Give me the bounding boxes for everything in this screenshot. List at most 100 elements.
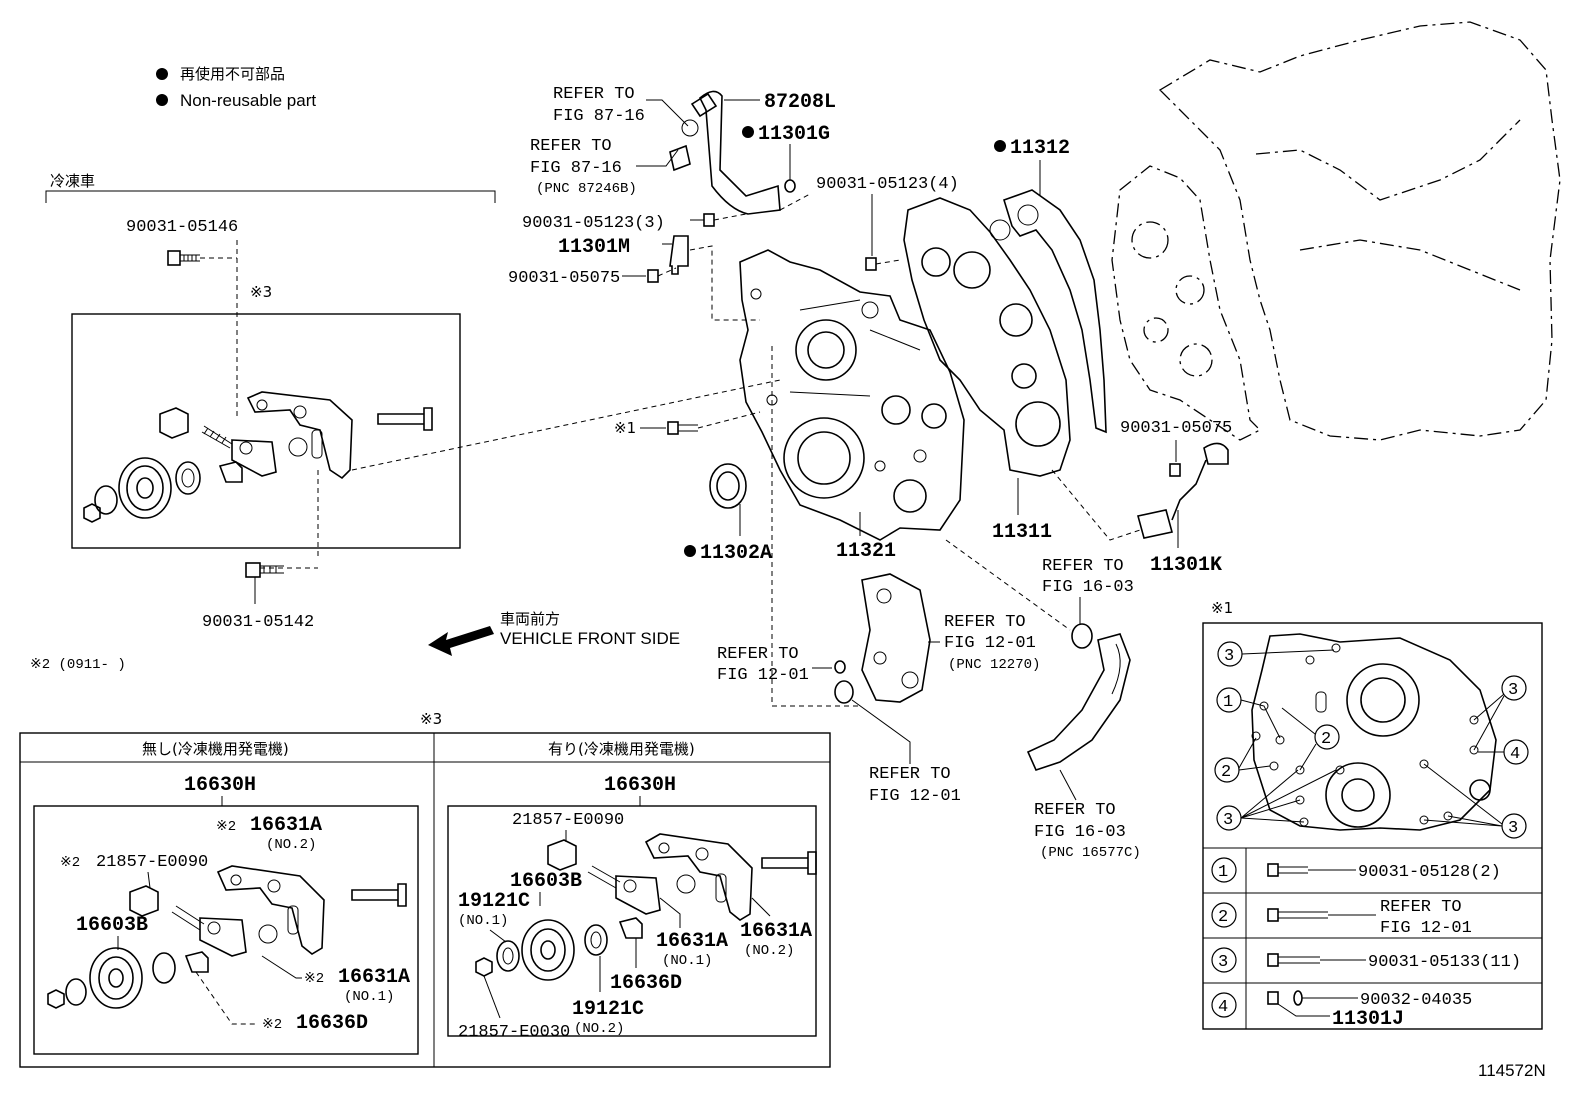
right-16603B: 16603B [510,870,582,893]
right-21857-E0030: 21857-E0030 [458,1023,570,1042]
inset-row-3-part: 90031-05133(11) [1368,953,1521,972]
inset-row-4: 4 90032-04035 11301J [1211,990,1472,1031]
svg-text:2: 2 [1218,908,1228,927]
timing-plate: 11311 [903,197,1071,544]
non-reusable-dot-icon [156,68,168,80]
label-87208L: 87208L [764,91,836,114]
svg-text:(NO.1): (NO.1) [344,989,394,1005]
note3-label: ※3 [250,283,272,301]
left-16630H: 16630H [184,774,256,797]
svg-text:4: 4 [1218,998,1228,1017]
svg-text:※2: ※2 [262,1017,282,1033]
gasket: 11312 [994,137,1107,434]
dashed-leader [351,379,781,471]
refrigerated-header: 冷凍車 [50,172,95,190]
refer-87-16-b-line2: FIG 87-16 [530,159,622,178]
label-11312: 11312 [1010,137,1070,160]
inset-row-2-part-line1: REFER TO [1380,898,1462,917]
water-pipe: REFER TO FIG 16-03 REFER TO FIG 16-03 (P… [945,539,1141,861]
inset-row-2-part-line2: FIG 12-01 [1380,919,1472,938]
table-note3: ※3 [420,710,442,728]
front-jp: 車両前方 [500,610,560,628]
svg-text:3: 3 [1224,647,1234,666]
svg-text:(NO.1): (NO.1) [458,913,508,929]
inset-row-1: 1 90031-05128(2) [1211,857,1501,883]
right-19121C-no2: 19121C [572,998,644,1021]
refer-87-16-a-line1: REFER TO [553,85,635,104]
right-16630H: 16630H [604,774,676,797]
note1-label: ※1 [614,419,636,437]
arrow-left-icon [428,626,494,656]
inset-callout-1: 1 [1216,687,1281,739]
legend: 再使用不可部品 Non-reusable part [156,65,316,110]
inset-callout-3-right-top: 3 [1473,675,1527,751]
front-en: VEHICLE FRONT SIDE [500,629,680,648]
label-11301M: 11301M [558,236,630,259]
label-90031-05146: 90031-05146 [126,218,238,237]
svg-text:(NO.2): (NO.2) [574,1021,624,1037]
svg-text:3: 3 [1508,819,1518,838]
bolt-icon [167,250,200,266]
svg-text:(NO.1): (NO.1) [662,953,712,969]
refer-12-01-b-line1: REFER TO [717,645,799,664]
left-16631A-no2: 16631A [250,814,322,837]
svg-text:(NO.2): (NO.2) [744,943,794,959]
inset-callout-2-right: 2 [1281,707,1340,771]
svg-text:4: 4 [1510,745,1520,764]
label-11321: 11321 [836,540,896,563]
right-16631A-no2: 16631A [740,920,812,943]
inset-row-4-part: 90032-04035 [1360,991,1472,1010]
svg-text:3: 3 [1218,953,1228,972]
label-11311: 11311 [992,521,1052,544]
label-90031-05123-4: 90031-05123(4) [816,175,959,194]
oil-seal: 11302A [684,463,772,565]
refer-87-16-b-line1: REFER TO [530,137,612,156]
inset-callout-2-left: 2 [1214,737,1271,783]
right-16631A-no1: 16631A [656,930,728,953]
refer-87-16-a-line2: FIG 87-16 [553,107,645,126]
oil-pump-cover: REFER TO FIG 12-01 (PNC 12270) REFER TO … [717,346,1040,806]
engine-block-outline [1051,21,1561,541]
inset-callout-3-left: 3 [1216,769,1337,831]
label-11302A: 11302A [700,542,772,565]
inset-note1-label: ※1 [1211,599,1233,617]
refer-12-01-c-line2: FIG 12-01 [869,787,961,806]
refer-16-03-a-line2: FIG 16-03 [1042,578,1134,597]
svg-text:2: 2 [1221,763,1231,782]
svg-text:※2: ※2 [304,971,324,987]
refer-12-01-c-line1: REFER TO [869,765,951,784]
drawing-id: 114572N [1478,1061,1546,1080]
refer-16-03-b-line3: (PNC 16577C) [1040,845,1141,861]
left-16603B: 16603B [76,914,148,937]
label-11301K: 11301K [1150,554,1222,577]
legend-en: Non-reusable part [180,91,316,110]
table-left-header: 無し(冷凍機用発電機) [142,740,289,758]
bolt-note1: ※1 [614,411,761,437]
refrigerated-section: 冷凍車 90031-05146 ※3 [45,172,496,632]
refer-12-01-b-line2: FIG 12-01 [717,666,809,685]
legend-jp: 再使用不可部品 [180,65,285,83]
bolt-icon [245,562,284,578]
sensor: 90031-05075 11301K [1120,419,1232,577]
refrigerated-bracket-box [71,313,461,549]
refer-12-01-a-line1: REFER TO [944,613,1026,632]
left-16631A-no1: 16631A [338,966,410,989]
svg-text:※2: ※2 [216,819,236,835]
table-right-header: 有り(冷凍機用発電機) [548,740,695,758]
inset-callout-4: 4 [1478,739,1529,765]
svg-text:3: 3 [1508,681,1518,700]
refer-16-03-a-line1: REFER TO [1042,557,1124,576]
svg-text:2: 2 [1321,730,1331,749]
non-reusable-dot-icon [156,94,168,106]
left-21857-E0090: 21857-E0090 [96,853,208,872]
svg-text:1: 1 [1218,863,1228,882]
refer-87-16-b-line3: (PNC 87246B) [536,181,637,197]
timing-gear-case: 11321 [739,249,965,563]
inset-callout-3-right-bottom: 3 [1423,763,1527,839]
variants-table: ※3 無し(冷凍機用発電機) 有り(冷凍機用発電機) 16630H ※2 166… [19,710,831,1068]
inset-note1: ※1 3 1 [1202,599,1543,1031]
inset-row-3: 3 90031-05133(11) [1211,947,1521,973]
label-90031-05075-b: 90031-05075 [1120,419,1232,438]
svg-text:1: 1 [1223,693,1233,712]
